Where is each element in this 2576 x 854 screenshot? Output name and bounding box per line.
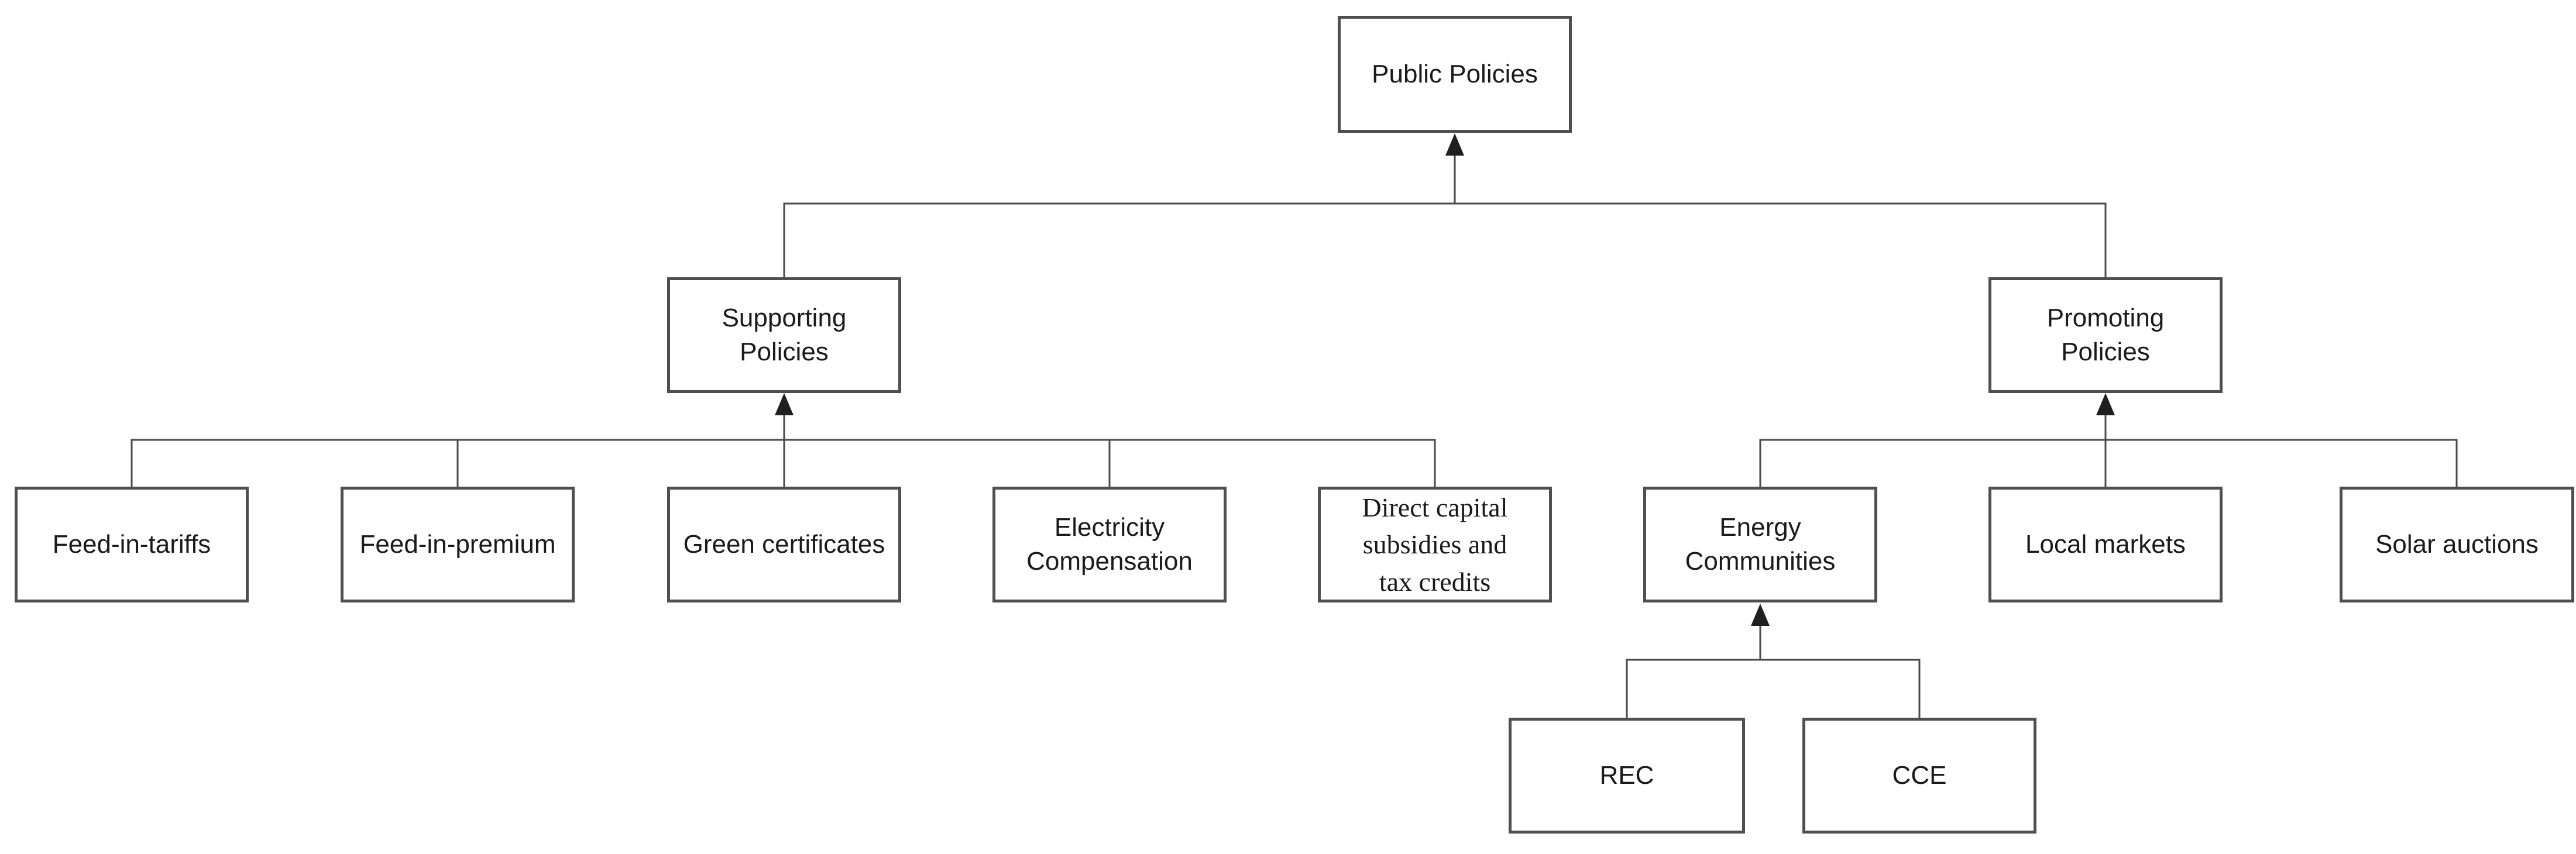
node-promoting-policies: Promoting Policies xyxy=(1988,277,2223,393)
node-public-policies: Public Policies xyxy=(1338,16,1572,133)
node-direct-capital-subsidies: Direct capital subsidies and tax credits xyxy=(1318,487,1552,602)
connector-rec-cce-tree xyxy=(1626,659,1921,718)
node-promoting-policies-label: Promoting Policies xyxy=(2046,303,2165,366)
connector-top-tree xyxy=(783,202,2107,277)
arrowhead-up-icon xyxy=(1445,133,1464,156)
node-electricity-compensation: Electricity Compensation xyxy=(992,487,1227,602)
node-direct-capital-subsidies-label: Direct capital subsidies and tax credits xyxy=(1362,492,1508,597)
node-public-policies-label: Public Policies xyxy=(1372,59,1538,88)
node-rec-label: REC xyxy=(1599,760,1654,790)
arrowhead-up-icon xyxy=(775,393,794,415)
node-green-certificates-label: Green certificates xyxy=(683,529,885,559)
node-solar-auctions: Solar auctions xyxy=(2340,487,2574,602)
node-feed-in-tariffs-label: Feed-in-tariffs xyxy=(52,529,211,559)
node-cce: CCE xyxy=(1802,718,2036,834)
node-solar-auctions-label: Solar auctions xyxy=(2375,529,2539,559)
node-rec: REC xyxy=(1509,718,1745,834)
arrowhead-up-icon xyxy=(2096,393,2115,415)
node-energy-communities: Energy Communities xyxy=(1643,487,1877,602)
node-local-markets-label: Local markets xyxy=(2025,529,2186,559)
node-green-certificates: Green certificates xyxy=(667,487,901,602)
node-supporting-policies-label: Supporting Policies xyxy=(722,303,847,366)
node-local-markets: Local markets xyxy=(1988,487,2223,602)
node-cce-label: CCE xyxy=(1892,760,1947,790)
node-supporting-policies: Supporting Policies xyxy=(667,277,901,393)
arrowhead-up-icon xyxy=(1751,604,1770,626)
node-electricity-compensation-label: Electricity Compensation xyxy=(1026,512,1193,576)
node-feed-in-premium: Feed-in-premium xyxy=(341,487,575,602)
node-energy-communities-label: Energy Communities xyxy=(1685,512,1836,576)
node-feed-in-premium-label: Feed-in-premium xyxy=(359,529,556,559)
connector-right-tree xyxy=(1759,439,2458,487)
node-feed-in-tariffs: Feed-in-tariffs xyxy=(15,487,249,602)
